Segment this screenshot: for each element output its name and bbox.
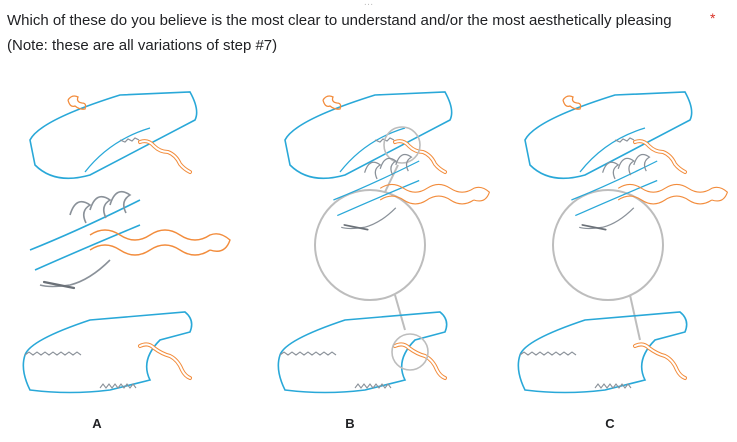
drag-handle-icon[interactable]: … (363, 0, 375, 8)
option-label-b: B (345, 416, 355, 431)
option-label-c: C (605, 416, 615, 431)
option-b-illustration (276, 90, 491, 395)
option-label-a: A (92, 416, 102, 431)
option-a-illustration (21, 90, 232, 395)
option-c-illustration (516, 90, 729, 395)
required-asterisk: * (710, 10, 716, 26)
step-7-illustrations (21, 90, 729, 395)
question-title: Which of these do you believe is the mos… (7, 12, 672, 54)
